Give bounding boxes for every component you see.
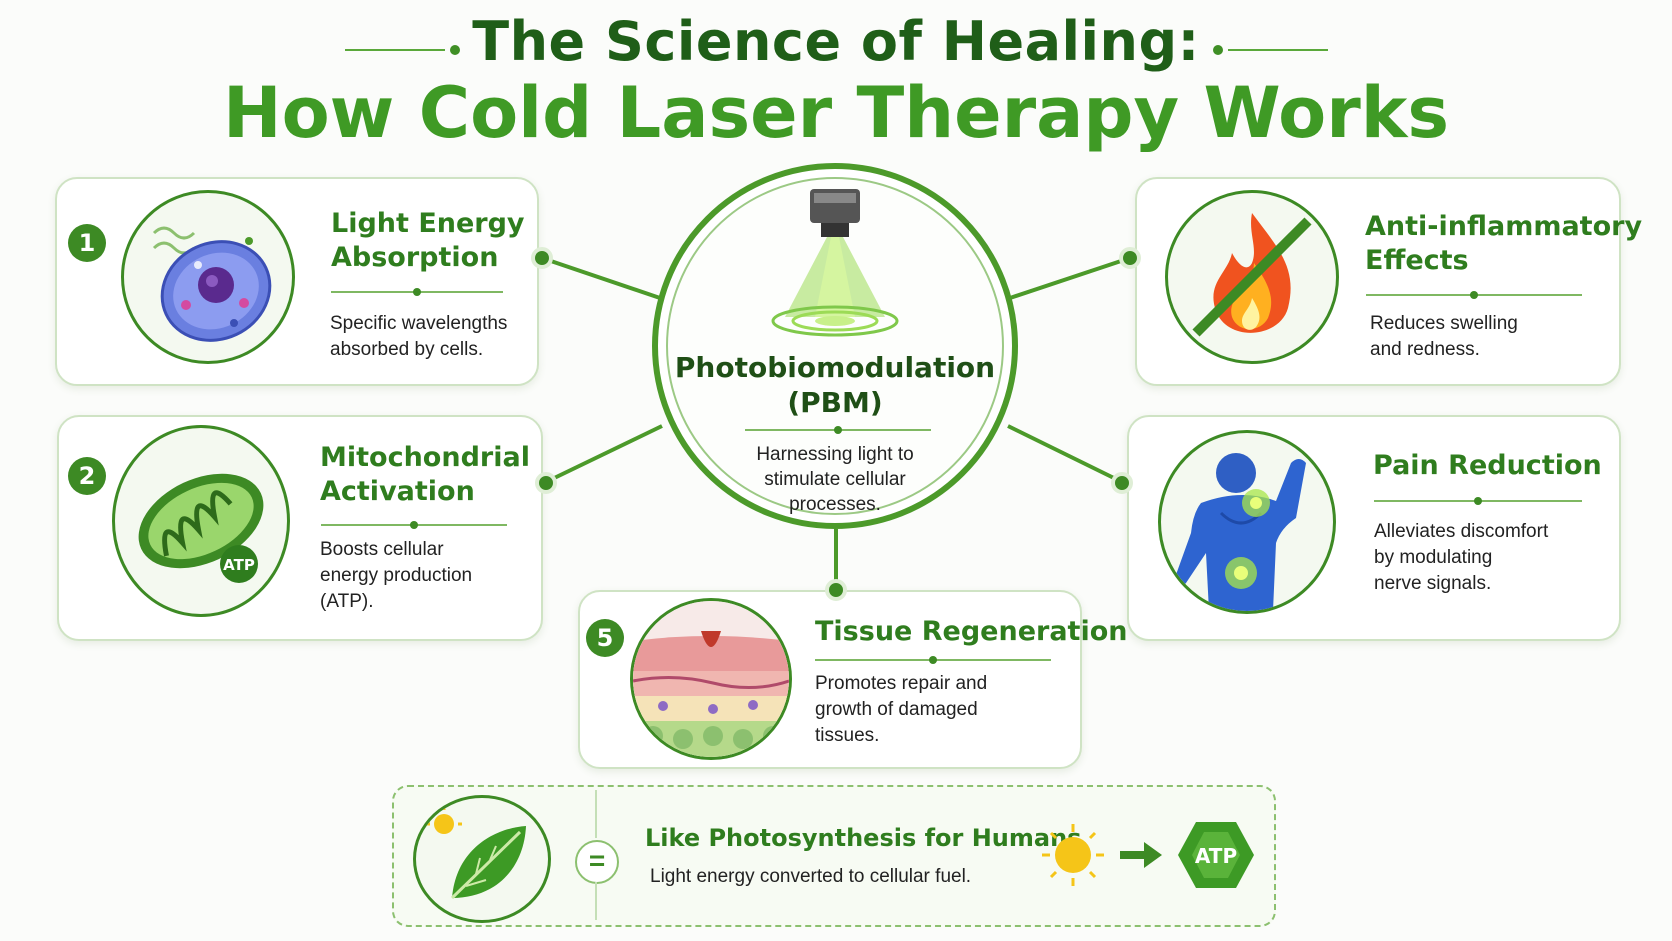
card-desc-line2: absorbed by cells. xyxy=(330,339,484,360)
center-desc-line2: stimulate cellular xyxy=(764,469,906,490)
no-fire-icon xyxy=(1165,190,1339,364)
card-desc-line2: and redness. xyxy=(1370,339,1480,360)
center-title: Photobiomodulation (PBM) xyxy=(652,350,1018,420)
card-title-line1: Mitochondrial xyxy=(320,442,530,473)
card-title-line2: Absorption xyxy=(331,242,499,273)
connector-port xyxy=(825,579,847,601)
card-description: Alleviates discomfort by modulating nerv… xyxy=(1374,519,1548,597)
card-divider xyxy=(331,288,503,296)
atp-label: ATP xyxy=(223,556,255,574)
sun-icon xyxy=(1042,824,1104,886)
card-title-line1: Anti-inflammatory xyxy=(1365,211,1643,242)
card-desc-line1: Specific wavelengths xyxy=(330,313,508,334)
title-decoration-left-line xyxy=(345,49,445,51)
card-title: Mitochondrial Activation xyxy=(320,441,530,509)
card-desc-line1: Reduces swelling xyxy=(1370,313,1518,334)
card-divider xyxy=(815,656,1051,664)
card-title: Pain Reduction xyxy=(1373,449,1602,483)
center-title-line2: (PBM) xyxy=(787,386,883,419)
card-desc-line2: growth of damaged xyxy=(815,699,978,720)
center-description: Harnessing light to stimulate cellular p… xyxy=(652,442,1018,517)
center-desc-line1: Harnessing light to xyxy=(756,444,914,465)
card-desc-line3: (ATP). xyxy=(320,591,374,612)
connector-port xyxy=(1111,472,1133,494)
analogy-description: Light energy converted to cellular fuel. xyxy=(650,866,972,887)
card-desc-line1: Promotes repair and xyxy=(815,673,988,694)
connector-port xyxy=(531,247,553,269)
center-desc-line3: processes. xyxy=(789,494,881,515)
leaf-sun-icon xyxy=(413,795,551,923)
body-pain-icon xyxy=(1158,430,1336,614)
card-description: Promotes repair and growth of damaged ti… xyxy=(815,671,987,749)
card-desc-line3: nerve signals. xyxy=(1374,573,1492,594)
skin-tissue-icon xyxy=(630,598,792,760)
step-number-badge: 1 xyxy=(68,224,106,262)
card-title: Anti-inflammatory Effects xyxy=(1365,210,1642,278)
cell-icon xyxy=(121,190,295,364)
card-desc-line2: energy production xyxy=(320,565,473,586)
page-title: The Science of Healing: xyxy=(472,10,1200,73)
card-divider xyxy=(1374,497,1582,505)
arrow-right-icon xyxy=(1120,842,1162,868)
analogy-title: Like Photosynthesis for Humans xyxy=(645,824,1082,852)
card-title: Tissue Regeneration xyxy=(815,615,1128,649)
card-description: Specific wavelengths absorbed by cells. xyxy=(330,311,507,363)
connector-port xyxy=(1119,247,1141,269)
card-title-line1: Tissue Regeneration xyxy=(815,616,1128,647)
atp-hexagon-icon: ATP xyxy=(1178,822,1254,888)
atp-hexagon-label: ATP xyxy=(1195,844,1237,868)
title-decoration-right-dot xyxy=(1213,45,1223,55)
card-description: Reduces swelling and redness. xyxy=(1370,311,1518,363)
equals-icon: = xyxy=(575,840,619,884)
card-divider xyxy=(1366,291,1582,299)
analogy-divider-bottom xyxy=(595,882,597,920)
center-divider xyxy=(745,426,931,434)
card-title-line1: Pain Reduction xyxy=(1373,450,1602,481)
step-number-badge: 5 xyxy=(586,619,624,657)
connector-port xyxy=(535,472,557,494)
card-title: Light Energy Absorption xyxy=(331,207,525,275)
card-desc-line3: tissues. xyxy=(815,725,880,746)
center-title-line1: Photobiomodulation xyxy=(674,351,996,384)
analogy-divider-top xyxy=(595,790,597,838)
card-title-line2: Effects xyxy=(1365,245,1469,276)
card-title-line2: Activation xyxy=(320,476,475,507)
laser-beam-icon xyxy=(771,189,899,337)
title-decoration-right-line xyxy=(1228,49,1328,51)
step-number-badge: 2 xyxy=(68,457,106,495)
mitochondria-icon: ATP xyxy=(112,425,290,617)
page-subtitle: How Cold Laser Therapy Works xyxy=(223,72,1449,154)
card-divider xyxy=(321,521,507,529)
card-title-line1: Light Energy xyxy=(331,208,525,239)
card-desc-line2: by modulating xyxy=(1374,547,1493,568)
card-desc-line1: Alleviates discomfort xyxy=(1374,521,1549,542)
card-desc-line1: Boosts cellular xyxy=(320,539,444,560)
title-decoration-left-dot xyxy=(450,45,460,55)
card-description: Boosts cellular energy production (ATP). xyxy=(320,537,472,615)
